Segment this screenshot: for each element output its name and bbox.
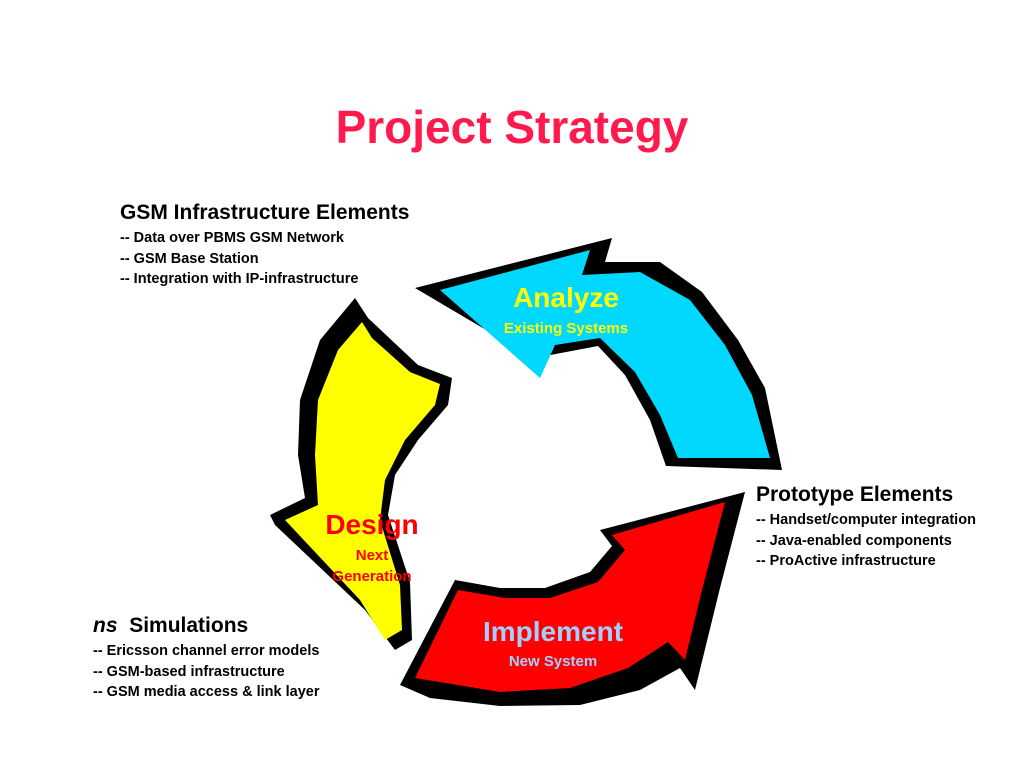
implement-arrow-body bbox=[415, 502, 725, 692]
analyze-arrow bbox=[415, 238, 782, 470]
note-ns-heading-italic: ns bbox=[93, 614, 118, 637]
design-arrow bbox=[270, 298, 452, 650]
note-ns-line: -- GSM-based infrastructure bbox=[93, 663, 285, 680]
implement-label: Implement bbox=[483, 616, 623, 647]
note-ns-simulations: ns Simulations -- Ericsson channel error… bbox=[93, 614, 319, 703]
design-sublabel-line1: Next bbox=[356, 547, 389, 564]
note-ns-line: -- GSM media access & link layer bbox=[93, 684, 320, 700]
note-prototype-heading: Prototype Elements bbox=[756, 483, 954, 506]
note-gsm-line: -- GSM Base Station bbox=[120, 250, 259, 267]
implement-sublabel: New System bbox=[509, 653, 597, 670]
note-gsm-line: -- Integration with IP-infrastructure bbox=[120, 271, 359, 287]
design-label: Design bbox=[325, 509, 418, 540]
analyze-label: Analyze bbox=[513, 282, 619, 313]
design-sublabel-line2: Generation bbox=[332, 568, 411, 585]
design-arrow-body bbox=[285, 322, 440, 640]
note-prototype-line: -- Handset/computer integration bbox=[756, 512, 976, 528]
note-prototype-elements: Prototype Elements -- Handset/computer i… bbox=[756, 483, 976, 572]
note-gsm-infrastructure: GSM Infrastructure Elements -- Data over… bbox=[120, 201, 409, 290]
note-ns-heading-rest: Simulations bbox=[129, 614, 249, 637]
note-prototype-line: -- Java-enabled components bbox=[756, 532, 952, 549]
note-gsm-line: -- Data over PBMS GSM Network bbox=[120, 230, 344, 246]
note-ns-line: -- Ericsson channel error models bbox=[93, 643, 320, 659]
analyze-sublabel: Existing Systems bbox=[504, 320, 628, 337]
note-ns-heading: ns Simulations bbox=[93, 614, 319, 638]
slide-title: Project Strategy bbox=[335, 101, 689, 153]
note-prototype-line: -- ProActive infrastructure bbox=[756, 553, 936, 569]
analyze-arrow-body bbox=[440, 250, 770, 458]
implement-arrow bbox=[400, 492, 745, 706]
note-gsm-heading: GSM Infrastructure Elements bbox=[120, 201, 410, 224]
